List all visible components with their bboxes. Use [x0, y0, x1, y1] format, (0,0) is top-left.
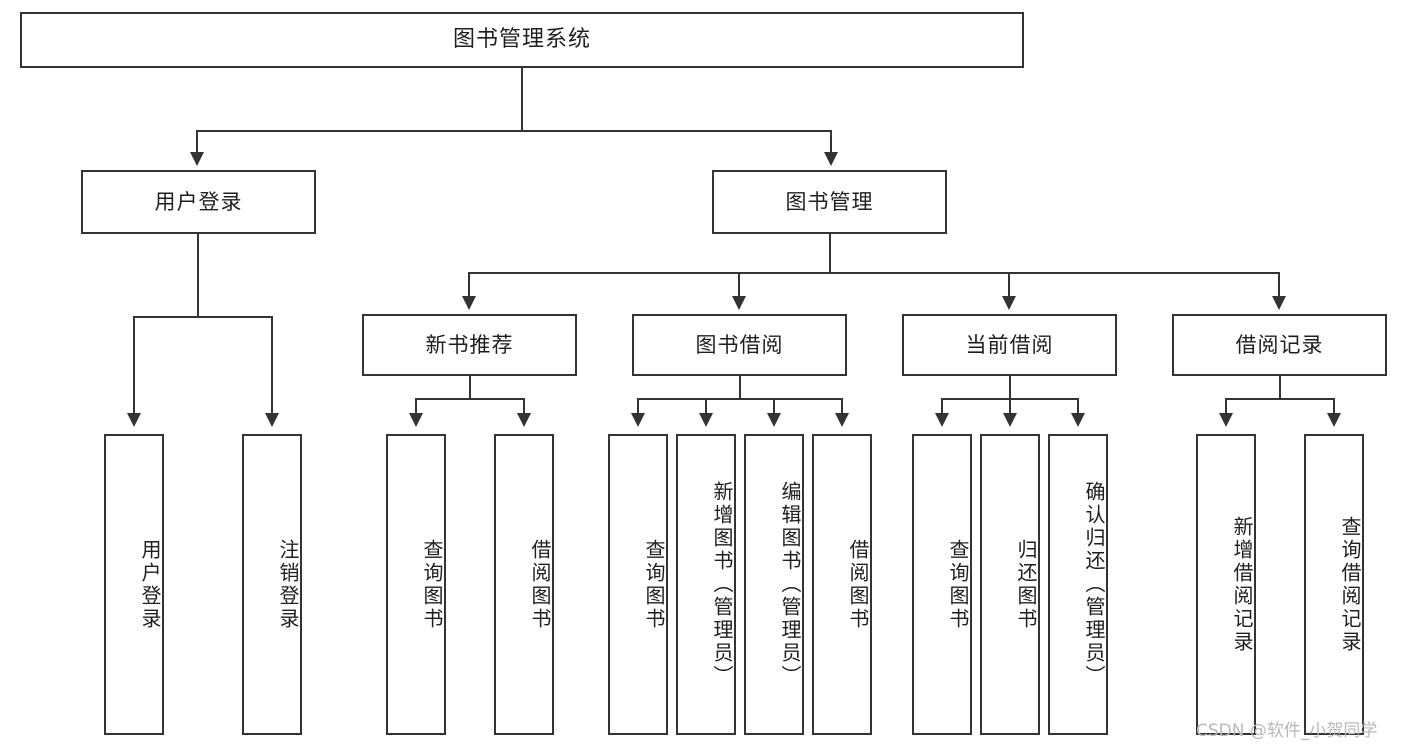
arrowhead-bb-edit [767, 413, 781, 427]
connector-bb-leaf-2 [705, 398, 707, 416]
connector-book-borrow-stem [739, 376, 741, 400]
connector-cb-leaf-3 [1077, 398, 1079, 416]
csdn-watermark: CSDN @软件_小贺同学 [1196, 721, 1378, 741]
connector-new-book-leaf-1 [415, 398, 417, 416]
connector-to-book-manage [830, 130, 832, 155]
arrowhead-current-borrow [1002, 296, 1016, 310]
node-borrow-record[interactable]: 借阅记录 [1172, 314, 1387, 376]
node-book-borrow[interactable]: 图书借阅 [632, 314, 847, 376]
connector-to-user-login [196, 130, 198, 155]
arrowhead-book-borrow [732, 296, 746, 310]
connector-new-book-leaf-2 [523, 398, 525, 416]
arrowhead-bb-borrow [835, 413, 849, 427]
arrowhead-newbook-query [409, 413, 423, 427]
connector-level2-bus [196, 130, 832, 132]
connector-book-borrow-bus [637, 398, 843, 400]
node-current-borrow[interactable]: 当前借阅 [902, 314, 1117, 376]
leaf-cb-confirm-return-admin[interactable]: 确认归还（管理员） [1048, 434, 1108, 735]
connector-new-book-bus [415, 398, 525, 400]
arrowhead-user-login [190, 152, 204, 166]
arrowhead-leaf-user-login [127, 413, 141, 427]
arrowhead-book-manage [824, 152, 838, 166]
leaf-newbook-borrow-book[interactable]: 借阅图书 [494, 434, 554, 735]
connector-user-login-leaf-2 [271, 316, 273, 416]
node-new-book-recommend[interactable]: 新书推荐 [362, 314, 577, 376]
leaf-br-query-record[interactable]: 查询借阅记录 [1304, 434, 1364, 735]
leaf-user-login[interactable]: 用户登录 [104, 434, 164, 735]
connector-to-current-borrow [1008, 272, 1010, 299]
leaf-bb-add-book-admin[interactable]: 新增图书（管理员） [676, 434, 736, 735]
connector-to-new-book [468, 272, 470, 299]
arrowhead-borrow-record [1272, 296, 1286, 310]
connector-level3-bus [468, 272, 1280, 274]
leaf-bb-query-book[interactable]: 查询图书 [608, 434, 668, 735]
leaf-newbook-query-book[interactable]: 查询图书 [386, 434, 446, 735]
connector-cb-leaf-1 [941, 398, 943, 416]
connector-bb-leaf-3 [773, 398, 775, 416]
arrowhead-bb-query [631, 413, 645, 427]
leaf-bb-edit-book-admin[interactable]: 编辑图书（管理员） [744, 434, 804, 735]
arrowhead-cb-return [1003, 413, 1017, 427]
connector-borrow-record-bus [1225, 398, 1335, 400]
arrowhead-bb-add [699, 413, 713, 427]
leaf-cb-query-book[interactable]: 查询图书 [912, 434, 972, 735]
connector-user-login-bus [133, 316, 273, 318]
node-book-management[interactable]: 图书管理 [712, 170, 947, 234]
arrowhead-leaf-logout [265, 413, 279, 427]
connector-to-book-borrow [738, 272, 740, 299]
connector-user-login-leaf-1 [133, 316, 135, 416]
connector-book-manage-stem [829, 234, 831, 274]
connector-user-login-stem [197, 234, 199, 318]
connector-br-leaf-2 [1333, 398, 1335, 416]
connector-root-stem [521, 68, 523, 131]
connector-current-borrow-stem [1009, 376, 1011, 400]
node-root-system[interactable]: 图书管理系统 [20, 12, 1024, 68]
arrowhead-br-add [1219, 413, 1233, 427]
node-user-login[interactable]: 用户登录 [81, 170, 316, 234]
connector-borrow-record-stem [1279, 376, 1281, 400]
connector-br-leaf-1 [1225, 398, 1227, 416]
connector-new-book-stem [469, 376, 471, 400]
connector-to-borrow-record [1278, 272, 1280, 299]
arrowhead-cb-query [935, 413, 949, 427]
connector-cb-leaf-2 [1009, 398, 1011, 416]
arrowhead-cb-confirm [1071, 413, 1085, 427]
connector-bb-leaf-4 [841, 398, 843, 416]
arrowhead-br-query [1327, 413, 1341, 427]
leaf-bb-borrow-book[interactable]: 借阅图书 [812, 434, 872, 735]
arrowhead-newbook-borrow [517, 413, 531, 427]
leaf-br-add-record[interactable]: 新增借阅记录 [1196, 434, 1256, 735]
leaf-logout[interactable]: 注销登录 [242, 434, 302, 735]
leaf-cb-return-book[interactable]: 归还图书 [980, 434, 1040, 735]
connector-bb-leaf-1 [637, 398, 639, 416]
arrowhead-new-book [462, 296, 476, 310]
